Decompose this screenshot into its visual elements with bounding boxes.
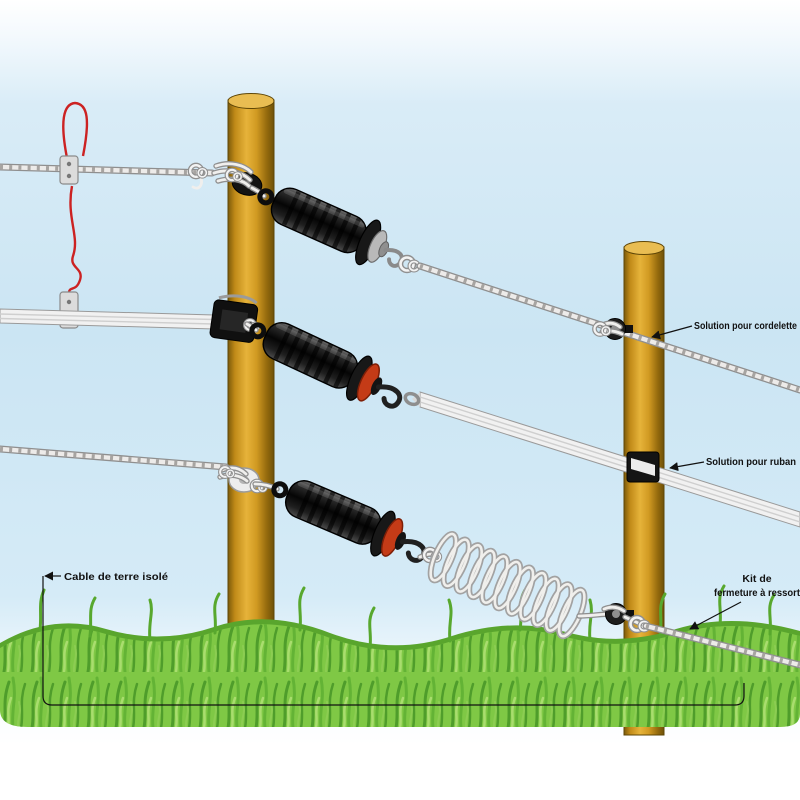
label-solution-cordelette: Solution pour cordelette	[694, 320, 797, 332]
tape-tensioner	[209, 294, 259, 343]
handle-hook-icon	[375, 384, 403, 409]
gate-handle-top	[251, 172, 404, 279]
cable-connector-top	[59, 155, 79, 185]
grass	[0, 584, 800, 727]
earth-cable-upper-loop	[62, 101, 89, 159]
grass-blade-tufts	[38, 584, 776, 650]
label-cable-terre: Cable de terre isolé	[64, 571, 168, 583]
arrow-cordelette	[651, 325, 693, 340]
cord-line-bottom-left	[0, 445, 230, 471]
arrow-kit-ressort	[689, 601, 742, 630]
tape-eyelet	[403, 391, 421, 407]
arrow-ruban	[669, 461, 705, 472]
label-kit-line2: fermeture à ressort	[714, 587, 800, 599]
cord-line-bottom-right	[642, 622, 800, 669]
sky-background	[0, 0, 800, 745]
tensioner-lever	[218, 294, 258, 305]
gate-handle-middle	[242, 307, 403, 409]
ground-cable-route	[42, 576, 745, 706]
earth-cable-red	[62, 101, 89, 293]
cord-line-top-left	[0, 163, 216, 190]
tape-clip-right-post	[626, 451, 660, 483]
earth-cable-lower-run	[67, 185, 82, 293]
label-solution-ruban: Solution pour ruban	[706, 456, 796, 468]
post-left-top-cap	[227, 93, 275, 109]
annotations: Solution pour cordelette Solution pour r…	[44, 320, 800, 630]
label-kit-line1: Kit de	[742, 573, 771, 585]
post-right-top-cap	[623, 241, 665, 255]
